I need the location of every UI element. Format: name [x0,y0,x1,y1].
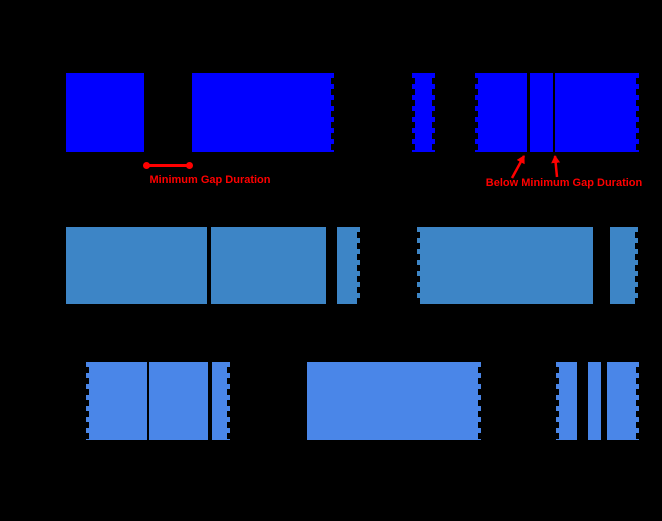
ruler-dot-right-icon [186,161,193,169]
dashed-left-edge [475,73,478,152]
dashed-left-edge [417,227,420,304]
gap-pointer-arrow-icon [551,155,561,178]
dashed-right-edge [636,362,639,440]
bottom-row-segment-bar [307,362,481,440]
middle-row-segment-bar [610,227,638,304]
top-row-segment-bar [555,73,639,152]
top-row-segment-bar [530,73,553,152]
dashed-right-edge [227,362,230,440]
minimum-gap-duration-label: Minimum Gap Duration [149,174,271,186]
middle-row-segment-bar [211,227,326,304]
middle-row-segment-bar [337,227,360,304]
top-row-segment-bar [66,73,144,152]
bottom-row-segment-bar [556,362,577,440]
dashed-right-edge [331,73,334,152]
middle-row-segment-bar [417,227,593,304]
dashed-right-edge [432,73,435,152]
below-minimum-gap-duration-label: Below Minimum Gap Duration [485,177,643,189]
top-row-segment-bar [412,73,435,152]
bottom-row-segment-bar [86,362,147,440]
dashed-right-edge [636,73,639,152]
top-row-segment-bar [192,73,334,152]
gap-pointer-arrow-icon [510,155,526,179]
min-gap-ruler [143,161,193,169]
bottom-row-segment-bar [588,362,601,440]
bottom-row-segment-bar [149,362,208,440]
bottom-row-segment-bar [607,362,639,440]
dashed-left-edge [86,362,89,440]
top-row-segment-bar [475,73,527,152]
dashed-right-edge [357,227,360,304]
dashed-right-edge [478,362,481,440]
middle-row-segment-bar [66,227,207,304]
ruler-line [146,164,190,167]
bottom-row-segment-bar [212,362,230,440]
dashed-right-edge [635,227,638,304]
dashed-left-edge [556,362,559,440]
dashed-left-edge [412,73,415,152]
